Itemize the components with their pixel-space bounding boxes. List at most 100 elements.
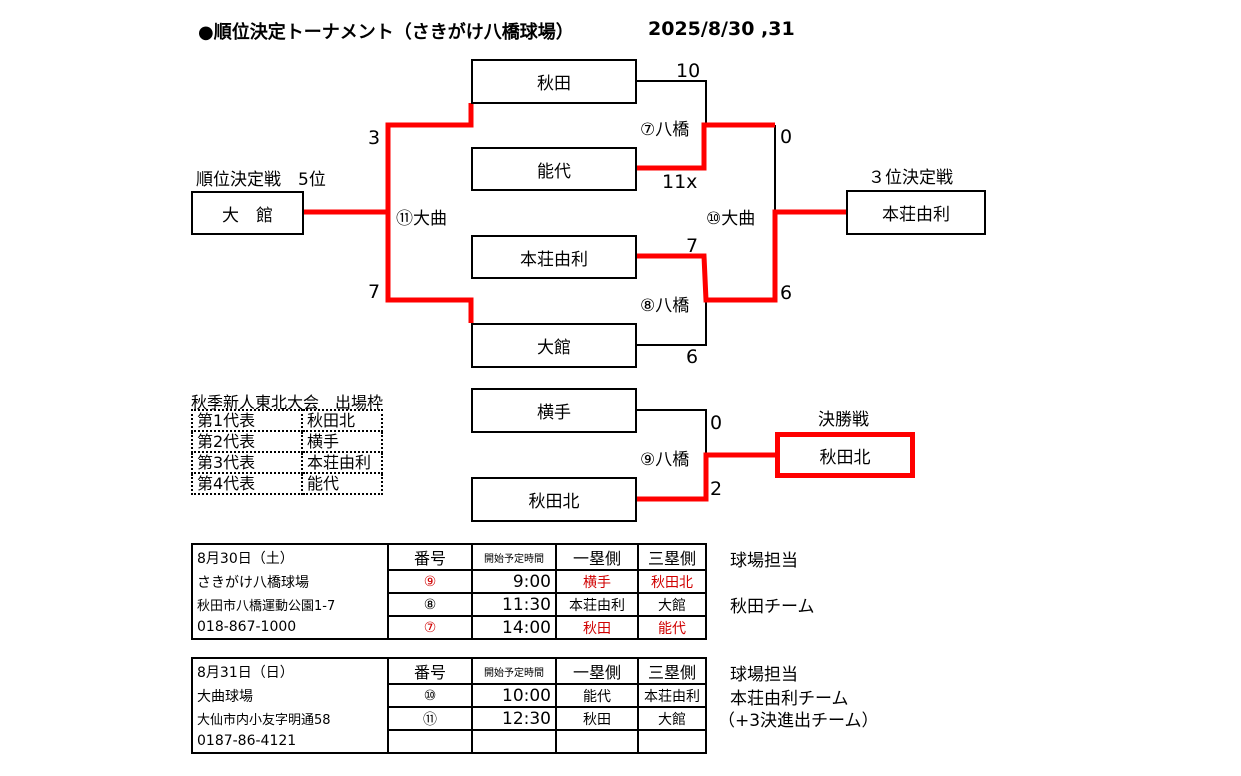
- table-row: 8月31日（日）番号開始予定時間一塁側三塁側: [191, 657, 707, 685]
- first-base-team: 横手: [555, 569, 639, 594]
- phone: 018-867-1000: [191, 616, 389, 640]
- time: [471, 729, 557, 754]
- first-base-team: 本荘由利: [555, 592, 639, 617]
- win-akitakita-g9: [636, 452, 775, 502]
- rep-team: 本荘由利: [301, 451, 383, 474]
- score: 7: [368, 281, 381, 303]
- header: 開始予定時間: [471, 657, 557, 685]
- third-base-team: [637, 729, 707, 754]
- date: 8月31日（日）: [191, 657, 389, 684]
- third-base-team: 大館: [637, 706, 707, 731]
- header: 開始予定時間: [471, 543, 557, 571]
- score: 7: [686, 235, 699, 257]
- score: 10: [676, 60, 701, 82]
- address: 大仙市内小友字明通58: [191, 707, 389, 730]
- score: 0: [780, 126, 793, 148]
- game-no: ⑪: [387, 706, 473, 731]
- game-8-label: ⑧八橋: [640, 296, 690, 316]
- game-no: ⑦: [387, 615, 473, 640]
- rep-rank: 第4代表: [191, 472, 303, 495]
- date: 8月30日（土）: [191, 543, 389, 570]
- team-honjo: 本荘由利: [471, 235, 637, 279]
- address: 秋田市八橋運動公園1-7: [191, 593, 389, 616]
- game-7-label: ⑦八橋: [640, 120, 690, 140]
- third-place-team: 本荘由利: [846, 190, 986, 235]
- score: 3: [368, 127, 381, 149]
- table-row: 0187-86-4121: [191, 729, 707, 754]
- score: 2: [710, 478, 723, 500]
- table-row: 第2代表横手: [191, 430, 383, 453]
- team-akita: 秋田: [471, 59, 637, 104]
- win-honjo: [636, 209, 846, 303]
- dates: 2025/8/30 ,31: [648, 18, 795, 40]
- final-label: 決勝戦: [818, 410, 869, 430]
- table-row: 第3代表本荘由利: [191, 451, 383, 474]
- team-akitakita: 秋田北: [471, 477, 637, 522]
- win-noshiro-g7: [636, 122, 775, 171]
- game-no: ⑧: [387, 592, 473, 617]
- score: 6: [686, 346, 699, 368]
- first-base-team: 秋田: [555, 615, 639, 640]
- rep-rank: 第1代表: [191, 409, 303, 432]
- line-yokote-g9: [636, 409, 707, 455]
- header: 一塁側: [555, 543, 639, 571]
- time: 10:00: [471, 683, 557, 708]
- time: 12:30: [471, 706, 557, 731]
- venue-duty-note: （+3決進出チーム）: [718, 711, 879, 731]
- score: 6: [780, 282, 793, 304]
- first-base-team: [555, 729, 639, 754]
- score: 0: [710, 412, 723, 434]
- line-odate-g8: [636, 300, 707, 346]
- first-base-team: 秋田: [555, 706, 639, 731]
- third-place-label: ３位決定戦: [868, 168, 953, 188]
- venue-duty-team: 秋田チーム: [730, 597, 815, 617]
- table-row: 第1代表秋田北: [191, 409, 383, 432]
- time: 11:30: [471, 592, 557, 617]
- line-akita-g7: [636, 80, 707, 125]
- rep-rank: 第2代表: [191, 430, 303, 453]
- table-row: 8月30日（土）番号開始予定時間一塁側三塁側: [191, 543, 707, 571]
- venue-duty-label: 球場担当: [730, 551, 798, 571]
- venue: 大曲球場: [191, 684, 389, 707]
- header: 一塁側: [555, 657, 639, 685]
- third-base-team: 秋田北: [637, 569, 707, 594]
- venue-duty-team: 本荘由利チーム: [730, 689, 849, 709]
- venue-duty-label: 球場担当: [730, 665, 798, 685]
- page-title: ●順位決定トーナメント（さきがけ八橋球場）: [198, 22, 574, 43]
- team-noshiro: 能代: [471, 147, 637, 191]
- champion-team: 秋田北: [775, 432, 915, 478]
- header: 番号: [387, 657, 473, 685]
- phone: 0187-86-4121: [191, 730, 389, 754]
- team-odate: 大館: [471, 323, 637, 368]
- table-row: 第4代表能代: [191, 472, 383, 495]
- fifth-place-team: 大 館: [191, 191, 304, 235]
- third-base-team: 大館: [637, 592, 707, 617]
- rep-rank: 第3代表: [191, 451, 303, 474]
- team-yokote: 横手: [471, 388, 637, 433]
- header: 番号: [387, 543, 473, 571]
- third-base-team: 能代: [637, 615, 707, 640]
- game-no: ⑩: [387, 683, 473, 708]
- game-9-label: ⑨八橋: [640, 450, 690, 470]
- rep-team: 横手: [301, 430, 383, 453]
- fifth-place-label: 順位決定戦 5位: [196, 170, 326, 190]
- header: 三塁側: [637, 543, 707, 571]
- rep-team: 能代: [301, 472, 383, 495]
- header: 三塁側: [637, 657, 707, 685]
- first-base-team: 能代: [555, 683, 639, 708]
- score: 11x: [662, 171, 698, 193]
- game-11-label: ⑪大曲: [396, 209, 447, 229]
- game-10-label: ⑩大曲: [706, 209, 756, 229]
- third-base-team: 本荘由利: [637, 683, 707, 708]
- game-no: ⑨: [387, 569, 473, 594]
- time: 14:00: [471, 615, 557, 640]
